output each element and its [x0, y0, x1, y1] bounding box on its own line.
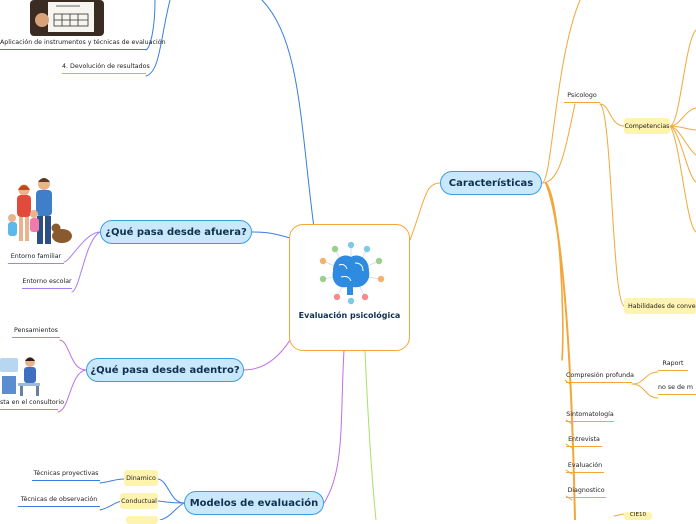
comprension-item[interactable]: Compresión profunda — [566, 372, 634, 383]
entorno-escolar-item[interactable]: Entorno escolar — [22, 278, 72, 289]
entorno-familiar-item[interactable]: Entorno familiar — [8, 253, 64, 264]
competencias-tag[interactable]: Competencias — [624, 118, 670, 134]
tecnicas-proyectivas-item[interactable]: Técnicas proyectivas — [32, 470, 100, 481]
raport-item[interactable]: Raport — [658, 360, 688, 371]
evaluation-sheet-illustration — [30, 0, 104, 36]
brain-icon — [319, 241, 384, 305]
conductual-tag[interactable]: Conductual — [120, 493, 158, 509]
consultorio-illustration — [0, 352, 44, 398]
branch-afuera[interactable]: ¿Qué pasa desde afuera? — [100, 220, 252, 244]
branch-modelos[interactable]: Modelos de evaluación — [184, 491, 324, 515]
no-se-item[interactable]: no se de m — [658, 384, 696, 395]
central-topic[interactable]: Evaluación psicológica — [289, 224, 410, 351]
tecnicas-observacion-item[interactable]: Técnicas de observación — [18, 496, 100, 507]
psicologo-item[interactable]: Psicologo — [564, 92, 600, 103]
central-topic-title: Evaluación psicológica — [298, 311, 401, 320]
habilidades-tag[interactable]: Habilidades de conversación — [624, 298, 696, 314]
entrevista-item[interactable]: Entrevista — [566, 436, 602, 447]
family-illustration — [4, 176, 74, 250]
diagnostico-item[interactable]: Diagnostico — [566, 487, 606, 498]
pensamientos-item[interactable]: Pensamientos — [12, 327, 60, 338]
third-model-tag[interactable] — [126, 516, 158, 524]
consultorio-item[interactable]: sta en el consultorio — [0, 399, 64, 410]
branch-caracteristicas[interactable]: Características — [440, 171, 542, 195]
evaluacion-item[interactable]: Evaluación — [566, 462, 604, 473]
aplicacion-item[interactable]: Aplicación de instrumentos y técnicas de… — [0, 39, 166, 50]
devolucion-item[interactable]: 4. Devolución de resultados — [62, 63, 150, 74]
dinamico-tag[interactable]: Dinamico — [124, 470, 158, 486]
sintomatologia-item[interactable]: Sintomatología — [566, 411, 614, 422]
cie10-tag[interactable]: CIE10 — [624, 512, 652, 520]
branch-adentro[interactable]: ¿Qué pasa desde adentro? — [86, 358, 244, 382]
